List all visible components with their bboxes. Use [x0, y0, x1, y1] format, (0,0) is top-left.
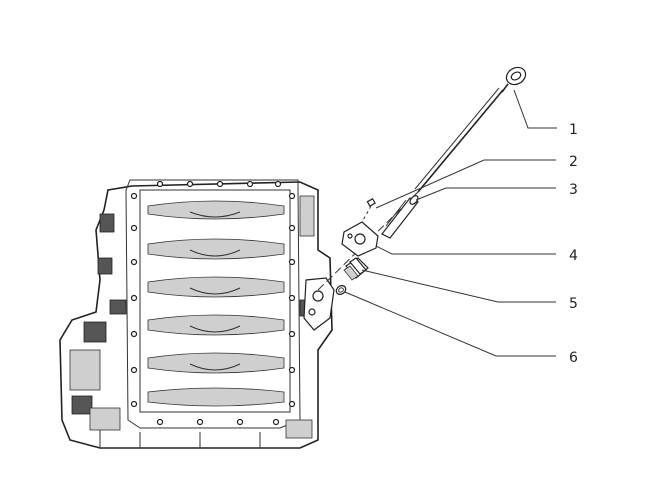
side-casting-detail — [69, 195, 315, 448]
bearing-bulkheads — [147, 200, 285, 407]
frame-bolt-holes — [130, 180, 296, 426]
dipstick-mount-boss — [303, 277, 335, 331]
seal-ring — [335, 285, 347, 295]
callout-2: 2 — [569, 154, 578, 170]
dipstick — [317, 66, 527, 291]
gasket-flange — [341, 221, 379, 257]
callout-6: 6 — [569, 350, 578, 366]
callout-labels: 1 2 3 4 5 6 — [569, 122, 578, 366]
callout-4: 4 — [569, 248, 578, 264]
leader-lines — [344, 89, 557, 357]
callout-1: 1 — [569, 122, 578, 138]
guide-tube — [381, 195, 419, 239]
bolt — [361, 197, 376, 223]
callout-3: 3 — [569, 182, 578, 198]
oil-pan-assembly — [59, 179, 335, 449]
callout-5: 5 — [569, 296, 578, 312]
